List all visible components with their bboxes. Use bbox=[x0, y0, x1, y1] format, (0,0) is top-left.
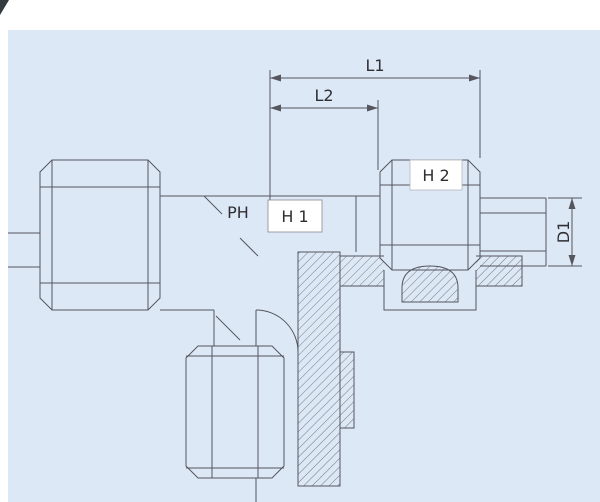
ferrule-pocket bbox=[383, 250, 477, 311]
right-tube bbox=[480, 197, 547, 267]
label-h2-box bbox=[409, 159, 463, 191]
dimension-d1 bbox=[548, 197, 582, 267]
ferrule-dome bbox=[401, 265, 459, 303]
dim-label-l2: L2 bbox=[314, 86, 333, 105]
bottom-nut bbox=[185, 345, 285, 502]
label-h1-box bbox=[267, 199, 323, 233]
label-ph: PH bbox=[227, 203, 249, 222]
dim-label-d1: D1 bbox=[554, 221, 573, 244]
section-hatch-vertical-wall bbox=[297, 251, 355, 487]
dimension-d1-arrows bbox=[568, 198, 576, 266]
dimension-l2 bbox=[270, 100, 379, 170]
dimension-l2-arrows bbox=[270, 104, 378, 112]
dim-label-l1: L1 bbox=[365, 56, 384, 75]
label-h2: H 2 bbox=[422, 166, 449, 185]
left-tube bbox=[8, 232, 40, 268]
dimension-l1-arrows bbox=[270, 74, 480, 82]
left-nut bbox=[39, 159, 161, 311]
label-h1: H 1 bbox=[281, 207, 308, 226]
corner-artifact bbox=[0, 0, 9, 15]
